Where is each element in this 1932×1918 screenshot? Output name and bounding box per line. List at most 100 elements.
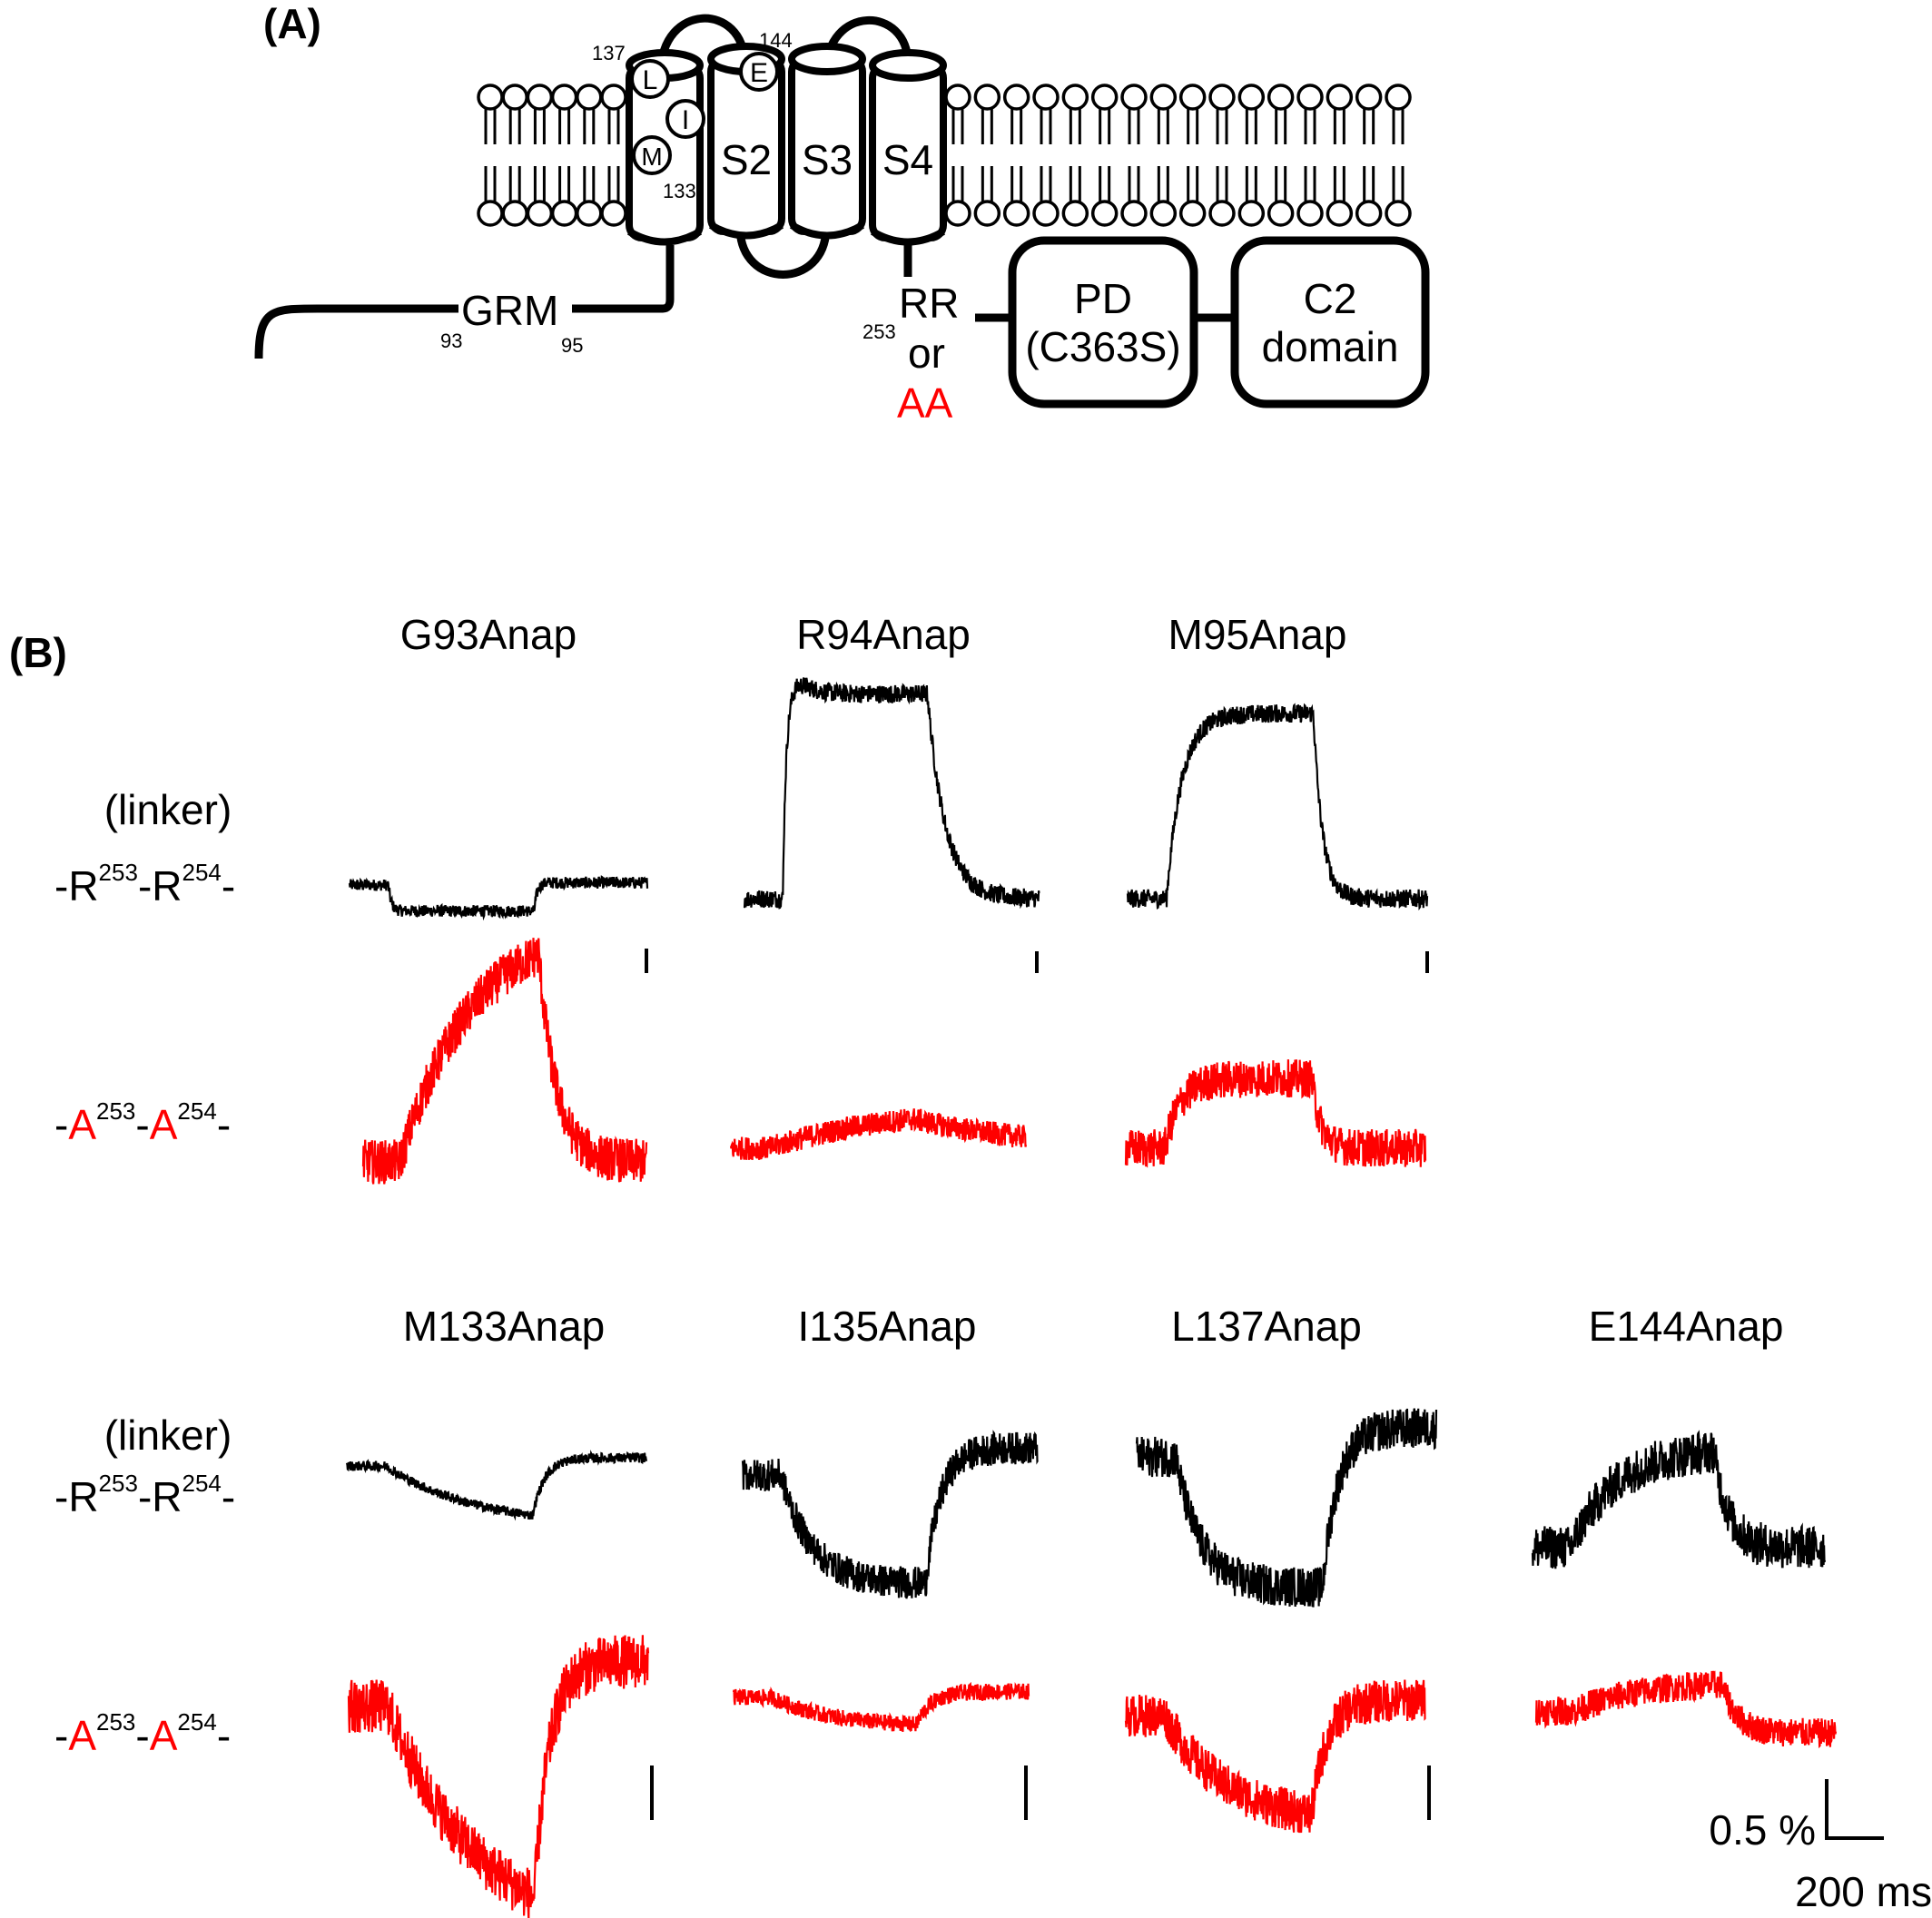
lipid-head — [550, 84, 578, 111]
lipid-head — [1002, 84, 1030, 111]
lipid-head — [600, 84, 627, 111]
c2-domain-box — [1230, 236, 1430, 408]
residue-I-label: I — [682, 105, 689, 135]
residue-I-circle — [665, 99, 705, 139]
grm-start-number: 93 — [440, 330, 462, 352]
scale-y-label: 0.5 % — [1709, 1806, 1816, 1854]
lipid-head — [550, 200, 578, 227]
pd-label: PD — [1074, 275, 1132, 322]
residue-circles — [630, 52, 779, 175]
lipid-head — [1120, 84, 1148, 111]
trace-r94-aa — [729, 1108, 1028, 1161]
lipid-head — [600, 200, 627, 227]
row-label-aa-bottom: -A253-A254- — [54, 1708, 231, 1759]
s3-label: S3 — [802, 136, 853, 183]
scale-bar: 0.5 % 200 ms — [1709, 1779, 1932, 1915]
lipid-head — [1267, 84, 1295, 111]
trace-m95-rr — [1126, 703, 1429, 911]
residue-L-label: L — [643, 65, 658, 95]
title-i135anap: I135Anap — [798, 1303, 977, 1350]
trace-r94-rr — [743, 677, 1040, 910]
residue-E-circle — [739, 52, 779, 92]
lipid-head — [1149, 200, 1178, 227]
scale-ticks — [645, 949, 1431, 1820]
grm-label: GRM — [461, 287, 558, 334]
row-label-linker-bottom: (linker) — [104, 1411, 232, 1459]
residue-144-number: 144 — [759, 29, 793, 52]
trace-l137-rr — [1135, 1408, 1438, 1608]
residue-L-circle — [630, 59, 670, 99]
transmembrane-helices — [626, 43, 947, 246]
lipid-head — [1296, 84, 1324, 111]
c2-domain-label: domain — [1262, 323, 1399, 370]
scale-x-label: 200 ms — [1795, 1868, 1932, 1915]
rr-number: 253 — [862, 320, 896, 343]
s4-label: S4 — [882, 136, 933, 183]
fluorescence-traces — [345, 677, 1838, 1918]
title-m133anap: M133Anap — [403, 1303, 606, 1350]
trace-e144-rr — [1531, 1430, 1827, 1569]
lipid-head — [1326, 200, 1354, 227]
trace-l137-aa — [1124, 1679, 1426, 1834]
lipid-head — [1208, 200, 1236, 227]
lipid-head — [1120, 200, 1148, 227]
trace-m133-aa — [347, 1635, 650, 1918]
trace-i135-rr — [741, 1430, 1039, 1599]
lipid-head — [1090, 200, 1119, 227]
lipid-head — [1032, 200, 1060, 227]
lipid-head — [1355, 84, 1383, 111]
row-label-linker-top: (linker) — [104, 786, 232, 833]
lipid-head — [501, 84, 528, 111]
trace-m133-rr — [345, 1449, 648, 1521]
or-label: or — [908, 330, 945, 377]
lipid-head — [1237, 84, 1266, 111]
trace-g93-aa — [361, 938, 648, 1185]
lipid-head — [1149, 84, 1178, 111]
lipid-head — [526, 84, 554, 111]
title-r94anap: R94Anap — [796, 611, 971, 658]
lipid-head — [1385, 200, 1412, 227]
lipid-head — [1178, 200, 1207, 227]
lipid-head — [1061, 84, 1089, 111]
residue-M-circle — [632, 135, 672, 175]
row-label-rr-bottom: -R253-R254- — [54, 1470, 235, 1520]
lipid-head — [576, 84, 603, 111]
lipid-head — [944, 84, 971, 111]
lipid-head — [477, 84, 504, 111]
lipid-bilayer — [477, 84, 1412, 227]
trace-g93-rr — [348, 875, 649, 921]
lipid-head — [526, 200, 554, 227]
pd-mutation-label: (C363S) — [1025, 323, 1180, 370]
title-e144anap: E144Anap — [1589, 1303, 1784, 1350]
rr-label: RR — [899, 280, 959, 327]
row-label-aa-top: -A253-A254- — [54, 1097, 231, 1148]
trace-m95-aa — [1124, 1059, 1427, 1168]
residue-137-number: 137 — [592, 42, 626, 64]
lipid-head — [1032, 84, 1060, 111]
row-label-rr-top: -R253-R254- — [54, 859, 235, 910]
grm-end-number: 95 — [561, 334, 583, 357]
c2-label: C2 — [1304, 275, 1357, 322]
residue-133-number: 133 — [663, 180, 696, 202]
title-l137anap: L137Anap — [1171, 1303, 1362, 1350]
lipid-head — [1002, 200, 1030, 227]
lipid-head — [1296, 200, 1324, 227]
lipid-head — [501, 200, 528, 227]
aa-label: AA — [897, 379, 953, 427]
panel-a-label: (A) — [263, 0, 321, 47]
trace-i135-aa — [732, 1681, 1030, 1733]
phosphatase-domain-box — [1008, 236, 1198, 408]
lipid-head — [973, 200, 1001, 227]
lipid-head — [944, 200, 971, 227]
n-terminal-chain — [254, 243, 1235, 359]
panel-b-label: (B) — [9, 629, 67, 676]
lipid-head — [1355, 200, 1383, 227]
trace-e144-aa — [1534, 1670, 1838, 1749]
lipid-head — [477, 200, 504, 227]
lipid-head — [1267, 200, 1295, 227]
title-m95anap: M95Anap — [1168, 611, 1347, 658]
s2-label: S2 — [721, 136, 772, 183]
lipid-head — [1208, 84, 1236, 111]
title-g93anap: G93Anap — [400, 611, 577, 658]
